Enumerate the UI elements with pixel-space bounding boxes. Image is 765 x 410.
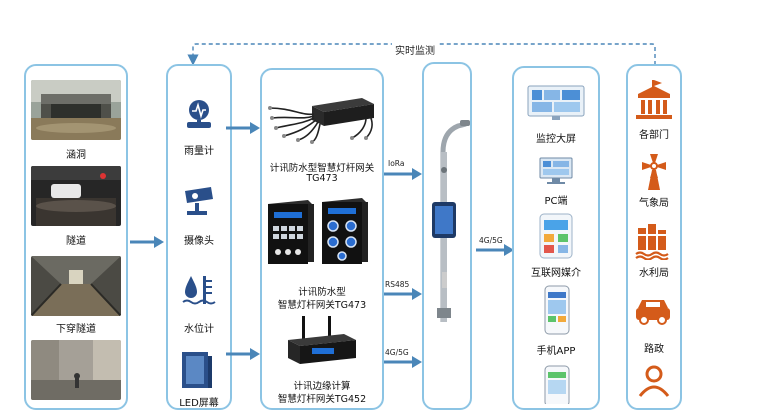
scene-label-culvert: 涵洞 [66,150,86,161]
sensor-label-water: 水位计 [184,324,214,335]
rain-gauge-icon [181,96,217,132]
water-level-icon [181,272,217,308]
arrow-sensors-to-gateway-3 [226,348,260,360]
gateway-tg473-box-side [318,196,370,268]
arrow-scenes-to-sensors [130,236,164,248]
department-label-weather: 气象局 [639,198,669,209]
mobile-app-icon-2 [543,364,571,404]
scene-tunnel-image [31,166,121,226]
camera-icon [181,183,217,219]
link-label-rs485: RS485 [385,280,410,289]
gateway-2-line2: 智慧灯杆网关TG473 [277,300,367,311]
department-label-all: 各部门 [639,130,669,141]
gateway-3-line1: 计讯边缘计算 [293,381,351,392]
mobile-app-icon [543,284,571,336]
people-icon [636,362,672,398]
gateway-1-line2: TG473 [306,173,338,184]
sensor-label-camera: 摄像头 [184,236,214,247]
gateway-tg452-router [282,314,362,368]
road-vehicle-icon [634,292,674,332]
feedback-label: 实时监测 [392,42,438,57]
department-label-road: 路政 [644,344,664,355]
scene-label-tunnel: 隧道 [66,236,86,247]
building-icon [634,80,674,120]
terminal-label-app: 手机APP [536,346,576,357]
link-label-4g5g-pole: 4G/5G [479,236,503,245]
department-label-water: 水利局 [639,268,669,279]
terminal-label-internet: 互联网媒介 [531,268,581,279]
arrow-gateway3-to-pole [384,356,422,368]
windmill-icon [636,152,672,192]
arrow-gateway1-to-pole [384,168,422,180]
terminals-panel [512,66,600,410]
gateway-tg473-cable-device [262,94,382,144]
sensor-label-led: LED屏幕 [179,398,219,409]
scene-street-image [31,340,121,400]
gateway-3-line2: 智慧灯杆网关TG452 [277,394,367,405]
terminal-label-monitor: 监控大屏 [536,134,576,145]
monitor-screen-icon [526,84,586,124]
scene-culvert-image [31,80,121,140]
sensor-label-rain: 雨量计 [184,146,214,157]
terminal-label-pc: PC端 [544,196,568,207]
internet-media-icon [538,212,574,260]
gateway-1-line1: 计讯防水型智慧灯杆网关 [269,163,375,174]
gateway-2-line1: 计讯防水型 [298,287,346,298]
pc-icon [538,156,574,186]
arrow-pole-to-terminals [476,244,514,256]
gateway-tg473-box-front [264,198,316,268]
link-label-4g5g-lower: 4G/5G [385,348,409,357]
led-screen-icon [178,350,218,392]
smart-pole-icon [424,112,472,332]
scene-underpass-image [31,256,121,316]
arrow-sensors-to-gateway-1 [226,122,260,134]
scene-label-underpass: 下穿隧道 [56,324,96,335]
arrow-gateway2-to-pole [384,288,422,300]
dam-icon [634,220,674,260]
link-label-lora: IoRa [388,159,405,168]
